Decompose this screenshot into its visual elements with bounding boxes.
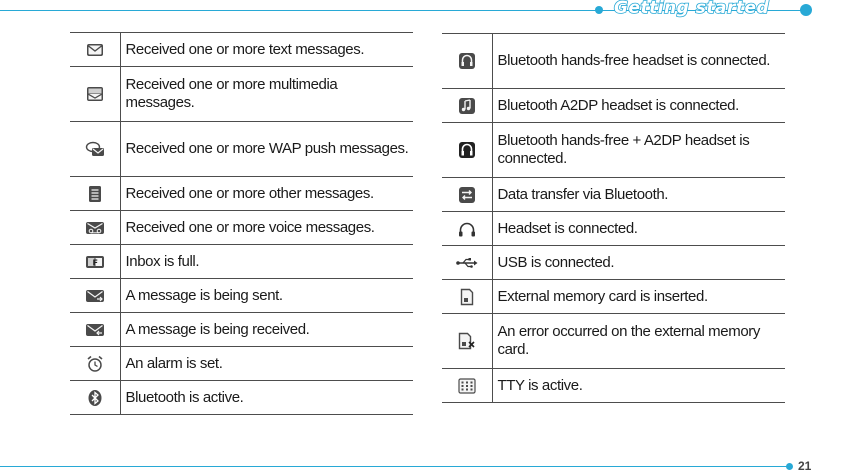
table-cell-description: TTY is active. [492,368,785,403]
table-cell-description: A message is being sent. [120,278,413,313]
table-row: Bluetooth hands-free + A2DP headset is c… [442,122,785,178]
table-row: Bluetooth A2DP headset is connected. [442,88,785,123]
table-row: Received one or more multimedia messages… [70,66,413,122]
table-row: Bluetooth hands-free headset is connecte… [442,33,785,89]
header-dot-left [595,6,603,14]
inbox-full-icon: F [70,255,120,269]
status-icon-table-right: Bluetooth hands-free headset is connecte… [442,33,785,403]
table-row: Bluetooth is active. [70,380,413,415]
table-row: A message is being sent. [70,278,413,313]
table-cell-description: Data transfer via Bluetooth. [492,177,785,212]
text-message-icon [70,43,120,57]
footer-dot [786,463,793,470]
table-cell-description: Bluetooth A2DP headset is connected. [492,88,785,123]
table-cell-description: External memory card is inserted. [492,279,785,314]
status-icon-table-left: Received one or more text messages. Rece… [70,32,413,415]
memory-card-icon [442,288,492,306]
table-cell-description: Received one or more WAP push messages. [120,121,413,177]
message-receiving-icon [70,323,120,337]
table-cell-description: Bluetooth hands-free headset is connecte… [492,33,785,89]
table-row: Received one or more WAP push messages. [70,121,413,177]
section-title: Getting started [613,0,770,19]
page-number: 21 [798,459,812,473]
table-cell-description: Received one or more text messages. [120,32,413,67]
table-cell-description: Received one or more multimedia messages… [120,66,413,122]
svg-text:F: F [92,258,97,267]
table-cell-description: Headset is connected. [492,211,785,246]
table-cell-description: Received one or more voice messages. [120,210,413,245]
bluetooth-handsfree-icon [442,52,492,70]
message-sending-icon [70,289,120,303]
table-cell-description: Received one or more other messages. [120,176,413,211]
table-cell-description: An alarm is set. [120,346,413,381]
table-cell-description: An error occurred on the external memory… [492,313,785,369]
tty-icon [442,377,492,394]
memory-card-error-icon [442,332,492,350]
wap-push-icon [70,141,120,157]
table-row: Data transfer via Bluetooth. [442,177,785,212]
table-cell-description: Bluetooth is active. [120,380,413,415]
table-row: Received one or more text messages. [70,32,413,67]
bluetooth-a2dp-icon [442,97,492,115]
table-row: USB is connected. [442,245,785,280]
table-row: Received one or more voice messages. [70,210,413,245]
table-row: Received one or more other messages. [70,176,413,211]
headset-icon [442,221,492,237]
usb-icon [442,257,492,269]
table-row: F Inbox is full. [70,244,413,279]
table-row: An error occurred on the external memory… [442,313,785,369]
header-rule [0,10,806,11]
bluetooth-handsfree-a2dp-icon [442,141,492,159]
voice-message-icon [70,221,120,235]
alarm-icon [70,355,120,373]
bluetooth-data-transfer-icon [442,186,492,204]
other-message-icon [70,185,120,203]
table-cell-description: Bluetooth hands-free + A2DP headset is c… [492,122,785,178]
table-row: An alarm is set. [70,346,413,381]
table-row: TTY is active. [442,368,785,403]
table-row: A message is being received. [70,312,413,347]
footer-rule [0,466,788,467]
multimedia-message-icon [70,86,120,102]
table-cell-description: Inbox is full. [120,244,413,279]
header-dot-right [800,4,812,16]
table-cell-description: A message is being received. [120,312,413,347]
table-row: Headset is connected. [442,211,785,246]
bluetooth-icon [70,389,120,407]
table-row: External memory card is inserted. [442,279,785,314]
table-cell-description: USB is connected. [492,245,785,280]
